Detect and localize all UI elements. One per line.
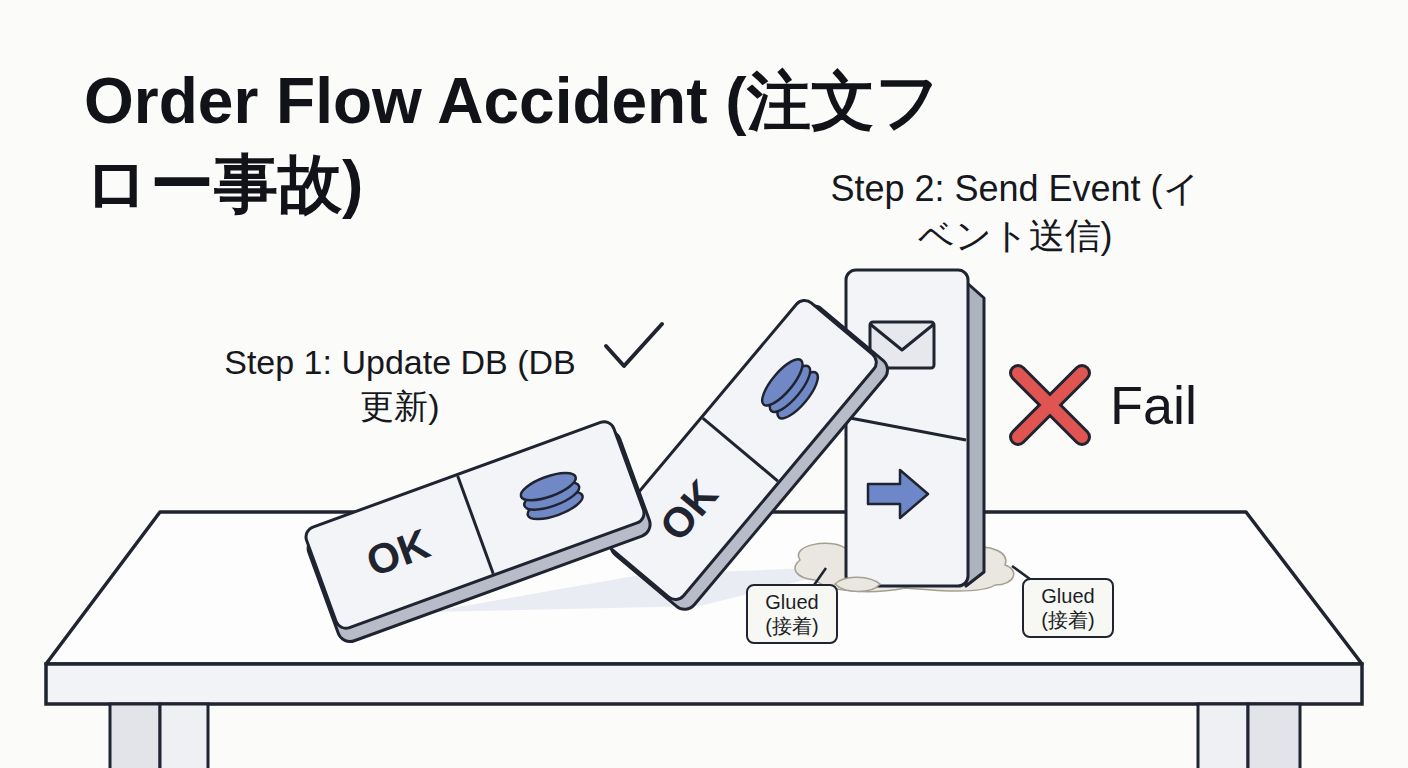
database-disc (756, 354, 809, 411)
table-leg (1198, 704, 1248, 768)
glue-puddle (835, 577, 880, 591)
fail-cross (1018, 373, 1082, 437)
fail-cross-outline (1018, 373, 1082, 437)
step-label: Step 1: Update DB (DB更新) (215, 340, 585, 428)
envelope-flap (870, 324, 934, 350)
table-leg (110, 704, 160, 768)
table-leg (1248, 704, 1300, 768)
envelope-icon (870, 322, 934, 368)
status-text: OK (650, 471, 727, 550)
table-leg (160, 704, 208, 768)
domino-divider (850, 418, 966, 440)
diagram-title: Order Flow Accident (注文フロー事故) (84, 60, 944, 226)
callout-text: Glued (接着) (754, 590, 830, 638)
check-mark (606, 324, 662, 366)
fail-cross-outline (1018, 373, 1082, 437)
callout-text: Glued (接着) (1030, 584, 1106, 632)
database-disc (517, 467, 578, 506)
callout-box: Glued (接着) (1022, 578, 1114, 638)
table-edge (46, 664, 1362, 704)
fail-cross (1018, 373, 1082, 437)
status-label: Fail (1110, 370, 1197, 440)
database-icon (511, 463, 593, 530)
step-label: Step 2: Send Event (イベント送信) (825, 166, 1205, 260)
arrow-icon (868, 470, 928, 518)
callout-box: Glued (接着) (746, 584, 838, 644)
database-icon (751, 348, 831, 431)
status-text: OK (360, 520, 436, 587)
standing-domino (846, 270, 968, 586)
